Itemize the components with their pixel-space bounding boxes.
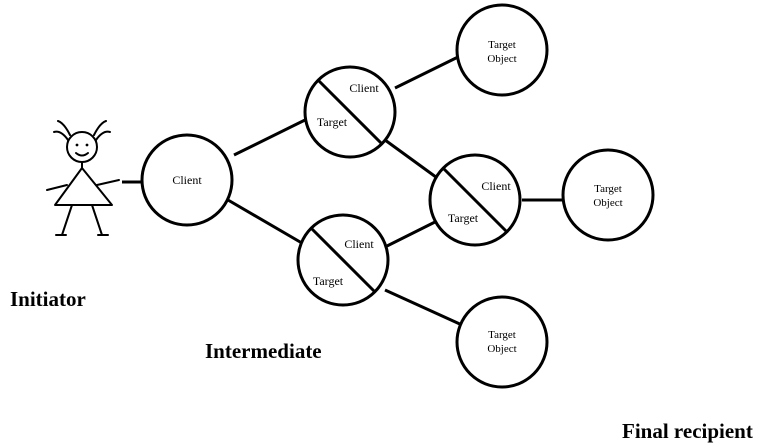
figure-head xyxy=(66,131,98,163)
target-label: Target xyxy=(448,211,479,225)
target-object-node-2: Target Object xyxy=(561,148,655,242)
target-object-label-line1: Target xyxy=(488,39,516,51)
edge-bottom-to-middle xyxy=(384,220,436,249)
final-recipient-caption: Final recipient xyxy=(622,419,753,443)
edge-bottom-to-target-object-3 xyxy=(384,288,463,327)
figure-arm-right xyxy=(96,179,120,186)
intermediate-caption: Intermediate xyxy=(205,339,322,363)
edges xyxy=(122,55,562,327)
edge-client-intermediate-bottom xyxy=(227,198,308,248)
stick-figure-icon xyxy=(46,120,120,236)
figure-dress xyxy=(54,167,113,206)
target-object-node-3: Target Object xyxy=(455,295,549,389)
split-line xyxy=(309,226,377,294)
edge-top-to-target-object-1 xyxy=(394,55,459,90)
figure-eye-left xyxy=(75,143,79,147)
edge-client-intermediate-top xyxy=(233,118,306,157)
intermediate-node-bottom: Client Target xyxy=(296,213,390,307)
client-label: Client xyxy=(344,237,374,251)
target-object-node-1: Target Object xyxy=(455,3,549,97)
figure-hair xyxy=(53,120,111,141)
figure-mouth xyxy=(75,152,89,157)
target-object-label-line2: Object xyxy=(487,53,516,65)
initiator-caption: Initiator xyxy=(10,287,86,311)
client-node: Client xyxy=(140,133,234,227)
target-object-label-line1: Target xyxy=(594,183,622,195)
split-line xyxy=(316,78,384,146)
client-label: Client xyxy=(349,81,379,95)
intermediate-node-middle: Client Target xyxy=(428,153,522,247)
target-object-label-line2: Object xyxy=(487,343,516,355)
target-label: Target xyxy=(317,115,348,129)
split-line xyxy=(441,166,509,234)
client-label: Client xyxy=(172,173,202,187)
target-label: Target xyxy=(313,274,344,288)
figure-leg-left xyxy=(61,204,73,236)
edge-top-to-middle xyxy=(384,138,441,182)
target-object-label-line2: Object xyxy=(593,197,622,209)
intermediate-node-top: Client Target xyxy=(303,65,397,159)
figure-arm-left xyxy=(46,184,68,191)
figure-leg-right xyxy=(91,204,103,236)
client-label: Client xyxy=(481,179,511,193)
figure-eye-right xyxy=(85,143,89,147)
target-object-label-line1: Target xyxy=(488,329,516,341)
